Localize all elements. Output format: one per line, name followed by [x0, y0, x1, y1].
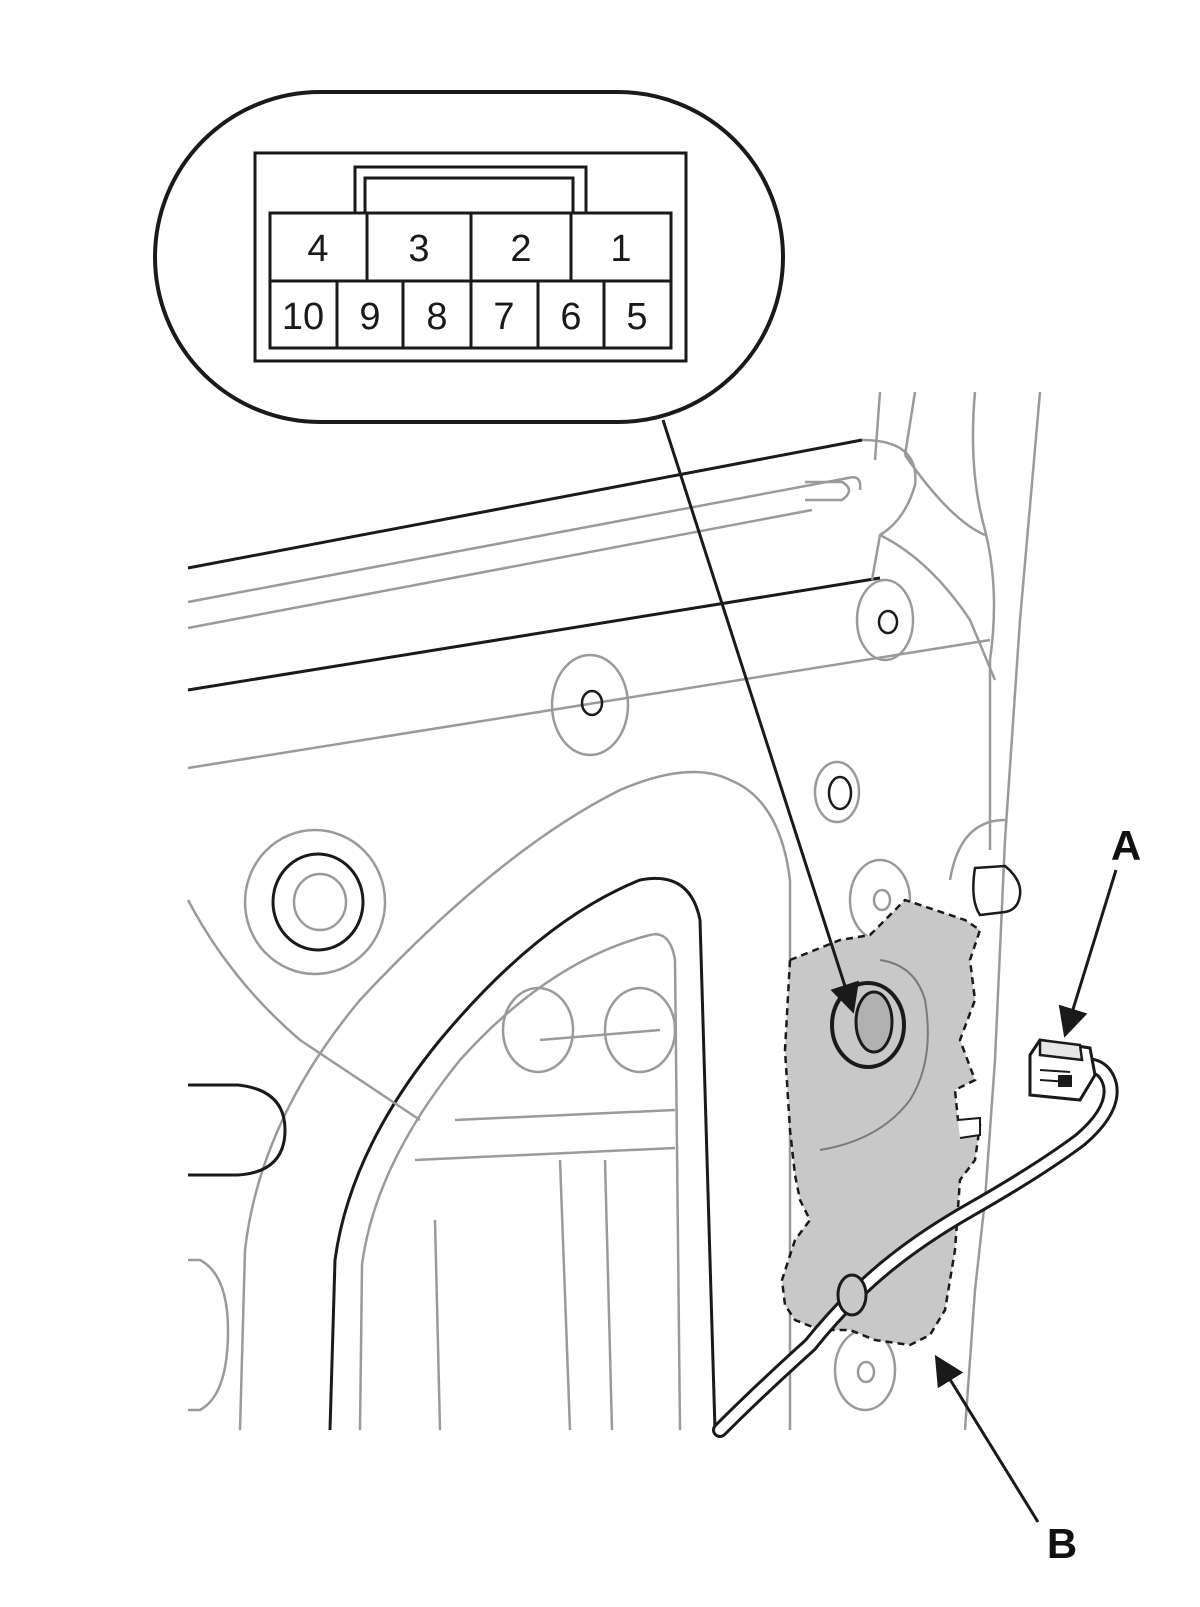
- component-b-seam: [819, 959, 929, 1151]
- rail-inner-line-1: [187, 476, 862, 604]
- hole-4-ring: [271, 852, 365, 952]
- cross-member-1: [454, 1108, 676, 1122]
- hole-5-inner: [872, 888, 892, 912]
- harness-cable-inner: [715, 1060, 1116, 1435]
- callout-label-b: B: [1047, 1520, 1077, 1567]
- rail-slot: [805, 480, 851, 502]
- frame-edge-1: [873, 391, 882, 461]
- frame-edge-5: [903, 454, 986, 537]
- pin-label-10: 10: [282, 296, 324, 338]
- pin-cell-1: [569, 211, 673, 283]
- wire-harness: [712, 1057, 1119, 1438]
- inner-panel-outline-outer: [238, 770, 792, 1431]
- pin-label-2: 2: [510, 228, 531, 270]
- inner-panel-outline-2: [358, 933, 682, 1431]
- component-b-notch: [957, 1116, 981, 1139]
- hole-3-inner: [827, 775, 853, 811]
- pin-label-8: 8: [426, 296, 447, 338]
- cross-member-2: [414, 1146, 676, 1162]
- pin-label-5: 5: [626, 296, 647, 338]
- pin-cell-9: [335, 279, 405, 350]
- connector-zoom-leader: [661, 419, 859, 1014]
- upper-rail-bottom-line: [187, 576, 881, 692]
- pin-label-4: 4: [307, 228, 328, 270]
- hole-4: [243, 828, 387, 976]
- rail-end-cap: [861, 438, 917, 581]
- left-slot-2: [188, 1258, 230, 1412]
- hole-7: [603, 986, 677, 1074]
- pin-cell-6: [536, 279, 606, 350]
- connector-pinout-inset: 4 3 2 1 10 9 8 7 6 5: [153, 90, 785, 424]
- frame-edge-2: [903, 391, 917, 456]
- inner-panel-outline-inner: [328, 876, 717, 1431]
- pin-label-1: 1: [610, 228, 631, 270]
- upper-rail-top-line: [187, 438, 863, 570]
- hole-4-inner: [292, 872, 348, 932]
- frame-edge-6: [879, 533, 997, 681]
- pin-cell-5: [602, 279, 673, 350]
- vertical-member-2: [603, 1159, 614, 1431]
- frame-edge-7: [963, 1199, 987, 1431]
- cross-member-3: [539, 1028, 661, 1042]
- grommet-inner: [854, 990, 894, 1054]
- callout-label-a: A: [1111, 822, 1141, 869]
- panel-curve-left: [186, 899, 421, 1122]
- hole-1-inner: [877, 609, 899, 635]
- callout-b-leader: [934, 1354, 1040, 1523]
- hole-2: [550, 653, 630, 757]
- pin-cell-4: [268, 211, 369, 283]
- hole-1: [855, 578, 915, 662]
- hole-2-inner: [580, 689, 604, 717]
- connector-lock-tab-inner: [363, 176, 575, 213]
- harness-clip: [836, 1273, 868, 1317]
- connector-a-latch: [1038, 1038, 1084, 1062]
- frame-edge-3: [983, 391, 1042, 1201]
- panel-crease-line: [187, 638, 991, 770]
- pin-cell-3: [365, 211, 473, 283]
- callout-a-leader: [1058, 869, 1118, 1038]
- pin-label-6: 6: [560, 296, 581, 338]
- hole-3: [813, 760, 861, 824]
- callout-leaders: [661, 419, 1118, 1523]
- pin-label-3: 3: [408, 228, 429, 270]
- pin-cell-7: [469, 279, 540, 350]
- vertical-member-1: [558, 1159, 572, 1431]
- pin-label-7: 7: [493, 296, 514, 338]
- frame-edge-4: [971, 391, 996, 850]
- rail-inner-line-2: [187, 508, 813, 630]
- panel-curve-top-right: [948, 818, 1006, 881]
- left-slot-1: [188, 1083, 287, 1177]
- pin-label-9: 9: [359, 296, 380, 338]
- peg: [972, 864, 1022, 917]
- connector-a: [1028, 1038, 1097, 1102]
- connector-lock-tab-outer: [353, 165, 588, 213]
- pin-cell-2: [469, 211, 573, 283]
- pin-cell-8: [401, 279, 473, 350]
- hole-8-inner: [856, 1360, 876, 1384]
- vertical-member-3: [433, 1219, 442, 1431]
- pin-cell-10: [268, 279, 339, 350]
- connector-a-window: [1058, 1075, 1072, 1087]
- hole-6: [501, 986, 575, 1074]
- door-panel: [186, 391, 1042, 1431]
